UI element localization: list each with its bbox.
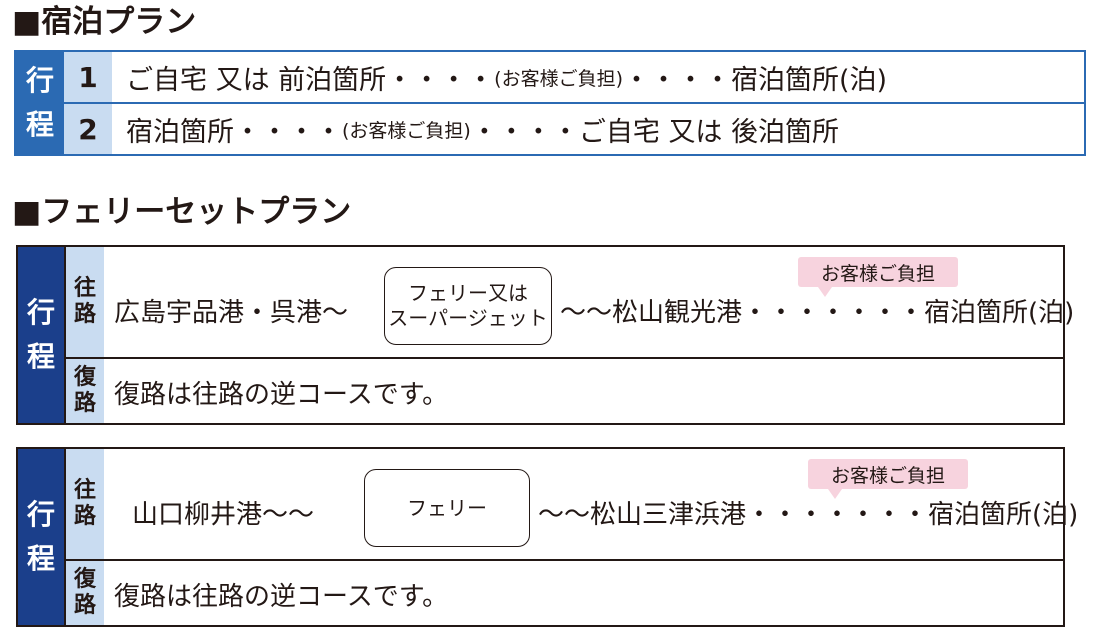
itinerary-label: 行 程	[18, 449, 64, 625]
ferry-box: フェリー	[364, 469, 530, 547]
lodging-plan-heading: ■宿泊プラン	[12, 4, 197, 40]
ferry-box: フェリー又は スーパージェット	[384, 267, 552, 345]
row-text-note: (お客様ご負担)	[342, 119, 471, 142]
return-label-char: 復	[73, 567, 96, 592]
return-label: 復 路	[64, 359, 104, 423]
itinerary-label-char: 程	[25, 108, 54, 141]
ferry-plan-heading: ■フェリーセットプラン	[12, 194, 352, 230]
outbound-label-char: 往	[73, 478, 96, 503]
ferry-box-line: スーパージェット	[388, 306, 548, 330]
itinerary-label-char: 行	[25, 64, 54, 97]
outbound-label: 往 路	[64, 247, 104, 359]
lodging-plan-table: 行 程 1 ご自宅 又は 前泊箇所・・・・(お客様ご負担)・・・・宿泊箇所(泊)…	[14, 50, 1086, 156]
itinerary-label-char: 程	[26, 340, 55, 373]
outbound-from: 広島宇品港・呉港〜	[114, 297, 349, 328]
row-text: ご自宅 又は 前泊箇所・・・・(お客様ご負担)・・・・宿泊箇所(泊)	[126, 52, 887, 102]
ferry-table-hiroshima: 行 程 往 路 復 路 広島宇品港・呉港〜 フェリー又は スーパージェット 〜〜…	[16, 245, 1074, 425]
lodging-row-1: 1 ご自宅 又は 前泊箇所・・・・(お客様ご負担)・・・・宿泊箇所(泊)	[64, 52, 1084, 104]
ferry-box-line: フェリー	[407, 495, 487, 520]
lodging-row-2: 2 宿泊箇所・・・・(お客様ご負担)・・・・ご自宅 又は 後泊箇所	[64, 104, 1084, 154]
itinerary-label-char: 行	[26, 498, 55, 531]
outbound-label-char: 路	[73, 504, 96, 529]
row-text-main: ご自宅 又は 前泊箇所・・・・	[126, 64, 495, 96]
row-text-main: ・・・・宿泊箇所(泊)	[623, 64, 888, 96]
row-text-note: (お客様ご負担)	[494, 67, 623, 90]
outbound-from: 山口柳井港〜〜	[132, 499, 315, 530]
row-divider	[104, 559, 1063, 561]
outbound-to: 〜〜松山観光港・・・・・・・宿泊箇所(泊)	[560, 297, 1075, 328]
row-number: 2	[64, 104, 112, 154]
return-label: 復 路	[64, 561, 104, 625]
ferry-box-line: フェリー又は	[408, 281, 528, 305]
itinerary-label-char: 程	[26, 542, 55, 575]
return-label-char: 路	[73, 593, 96, 618]
row-divider	[104, 357, 1063, 359]
return-text: 復路は往路の逆コースです。	[114, 581, 449, 612]
row-text-main: ・・・・ご自宅 又は 後泊箇所	[470, 116, 839, 148]
outbound-to: 〜〜松山三津浜港・・・・・・・宿泊箇所(泊)	[538, 499, 1079, 530]
row-text-main: 宿泊箇所・・・・	[126, 116, 342, 148]
customer-pays-bubble: お客様ご負担	[798, 257, 958, 287]
row-number: 1	[64, 52, 112, 102]
outbound-label-char: 往	[73, 276, 96, 301]
itinerary-label-char: 行	[26, 296, 55, 329]
return-text: 復路は往路の逆コースです。	[114, 379, 449, 410]
outbound-label-char: 路	[73, 302, 96, 327]
return-label-char: 路	[73, 391, 96, 416]
bubble-tail	[828, 489, 842, 499]
row-text: 宿泊箇所・・・・(お客様ご負担)・・・・ご自宅 又は 後泊箇所	[126, 104, 839, 154]
outbound-label: 往 路	[64, 449, 104, 561]
bubble-tail	[818, 287, 832, 297]
ferry-table-yanai: 行 程 往 路 復 路 山口柳井港〜〜 フェリー 〜〜松山三津浜港・・・・・・・…	[16, 447, 1078, 627]
itinerary-label: 行 程	[18, 247, 64, 423]
itinerary-label: 行 程	[16, 52, 64, 154]
return-label-char: 復	[73, 365, 96, 390]
customer-pays-bubble: お客様ご負担	[808, 459, 968, 489]
